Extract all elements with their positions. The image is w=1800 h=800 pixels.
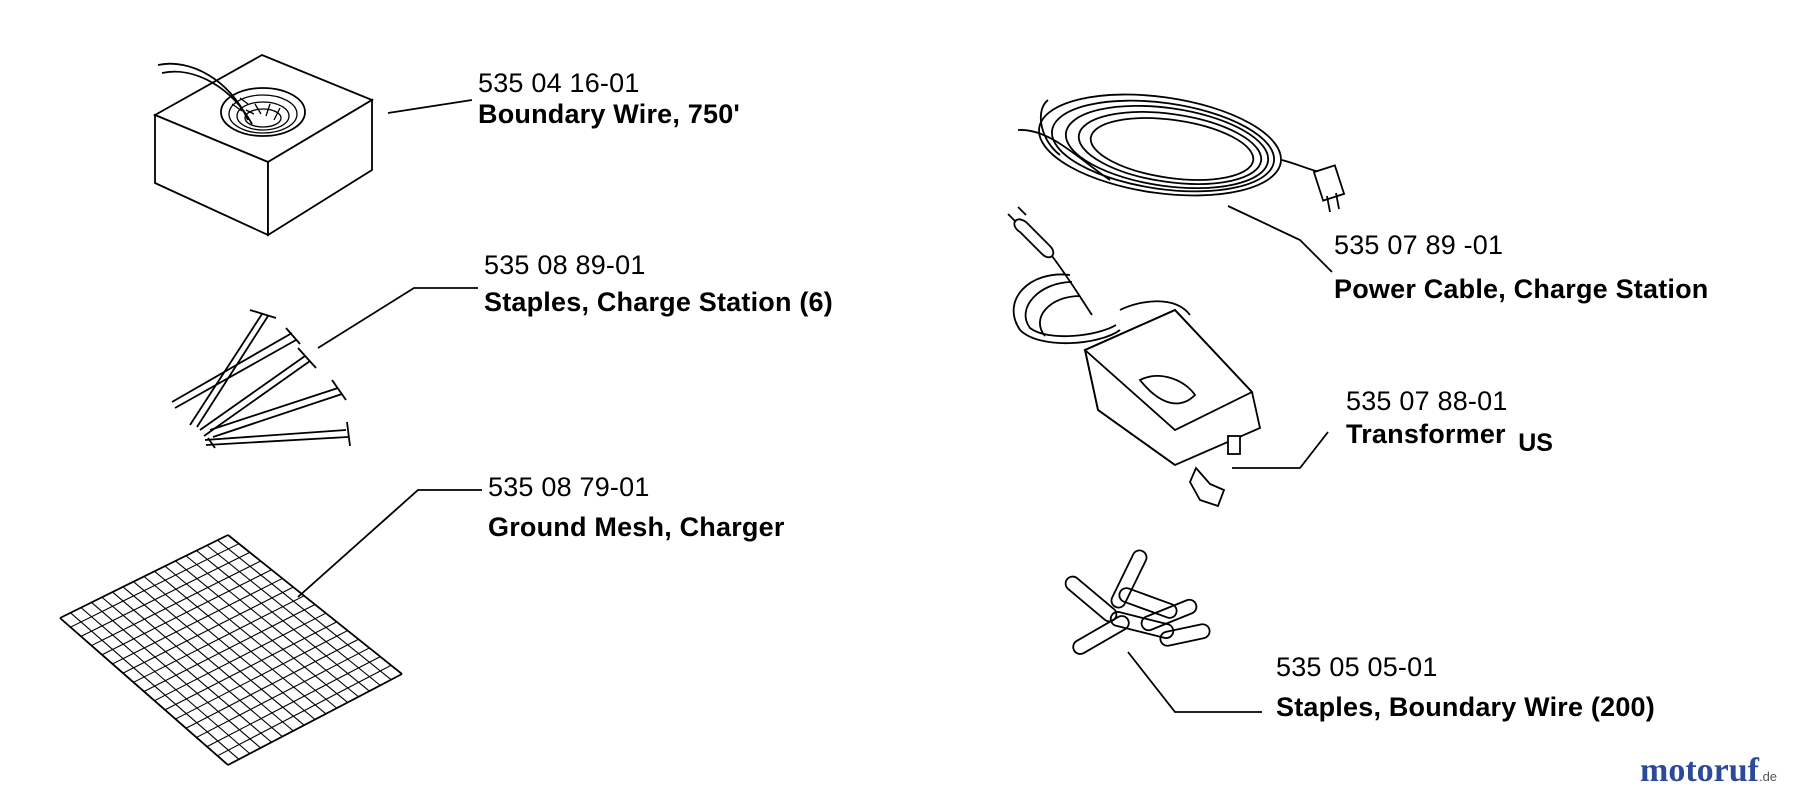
leader-boundary-wire xyxy=(387,99,473,114)
part-number: 535 08 79-01 xyxy=(488,472,650,502)
leader-ground-mesh xyxy=(297,489,482,598)
part-name: Transformer xyxy=(1346,419,1506,449)
leader-staples-boundary-wire xyxy=(1127,651,1262,713)
part-staples-charge-station: 535 08 89-01 Staples, Charge Station (6) xyxy=(484,250,833,318)
part-number: 535 08 89-01 xyxy=(484,250,646,280)
part-name: Boundary Wire, 750' xyxy=(478,99,741,129)
part-name: Ground Mesh, Charger xyxy=(488,512,785,542)
part-name: Staples, Charge Station (6) xyxy=(484,287,833,317)
part-boundary-wire: 535 04 16-01 Boundary Wire, 750' xyxy=(478,68,740,130)
watermark-tld: .de xyxy=(1758,769,1778,784)
part-power-cable: 535 07 89 -01 Power Cable, Charge Statio… xyxy=(1334,230,1708,305)
part-suffix: US xyxy=(1518,429,1553,457)
part-name: Staples, Boundary Wire (200) xyxy=(1276,692,1655,722)
wire-spool-icon xyxy=(152,54,375,237)
power-cable-icon xyxy=(1017,93,1346,213)
part-number: 535 05 05-01 xyxy=(1276,652,1438,682)
part-name: Power Cable, Charge Station xyxy=(1334,274,1709,304)
watermark-brand: motoruf xyxy=(1640,752,1759,789)
part-number: 535 07 88-01 xyxy=(1346,386,1508,416)
leader-staples-charge-station xyxy=(317,287,478,349)
part-transformer: 535 07 88-01 Transformer US xyxy=(1346,386,1553,457)
wire-staples-icon xyxy=(1064,549,1211,655)
part-number: 535 07 89 -01 xyxy=(1334,230,1504,260)
nails-icon xyxy=(171,309,351,449)
part-ground-mesh: 535 08 79-01 Ground Mesh, Charger xyxy=(488,472,785,543)
watermark-logo: motoruf.de xyxy=(1640,752,1777,790)
mesh-grid-icon xyxy=(59,534,403,766)
leader-transformer xyxy=(1232,431,1329,469)
part-staples-boundary-wire: 535 05 05-01 Staples, Boundary Wire (200… xyxy=(1276,652,1655,723)
part-number: 535 04 16-01 xyxy=(478,68,640,98)
transformer-icon xyxy=(1007,206,1262,508)
leader-power-cable xyxy=(1227,205,1333,273)
